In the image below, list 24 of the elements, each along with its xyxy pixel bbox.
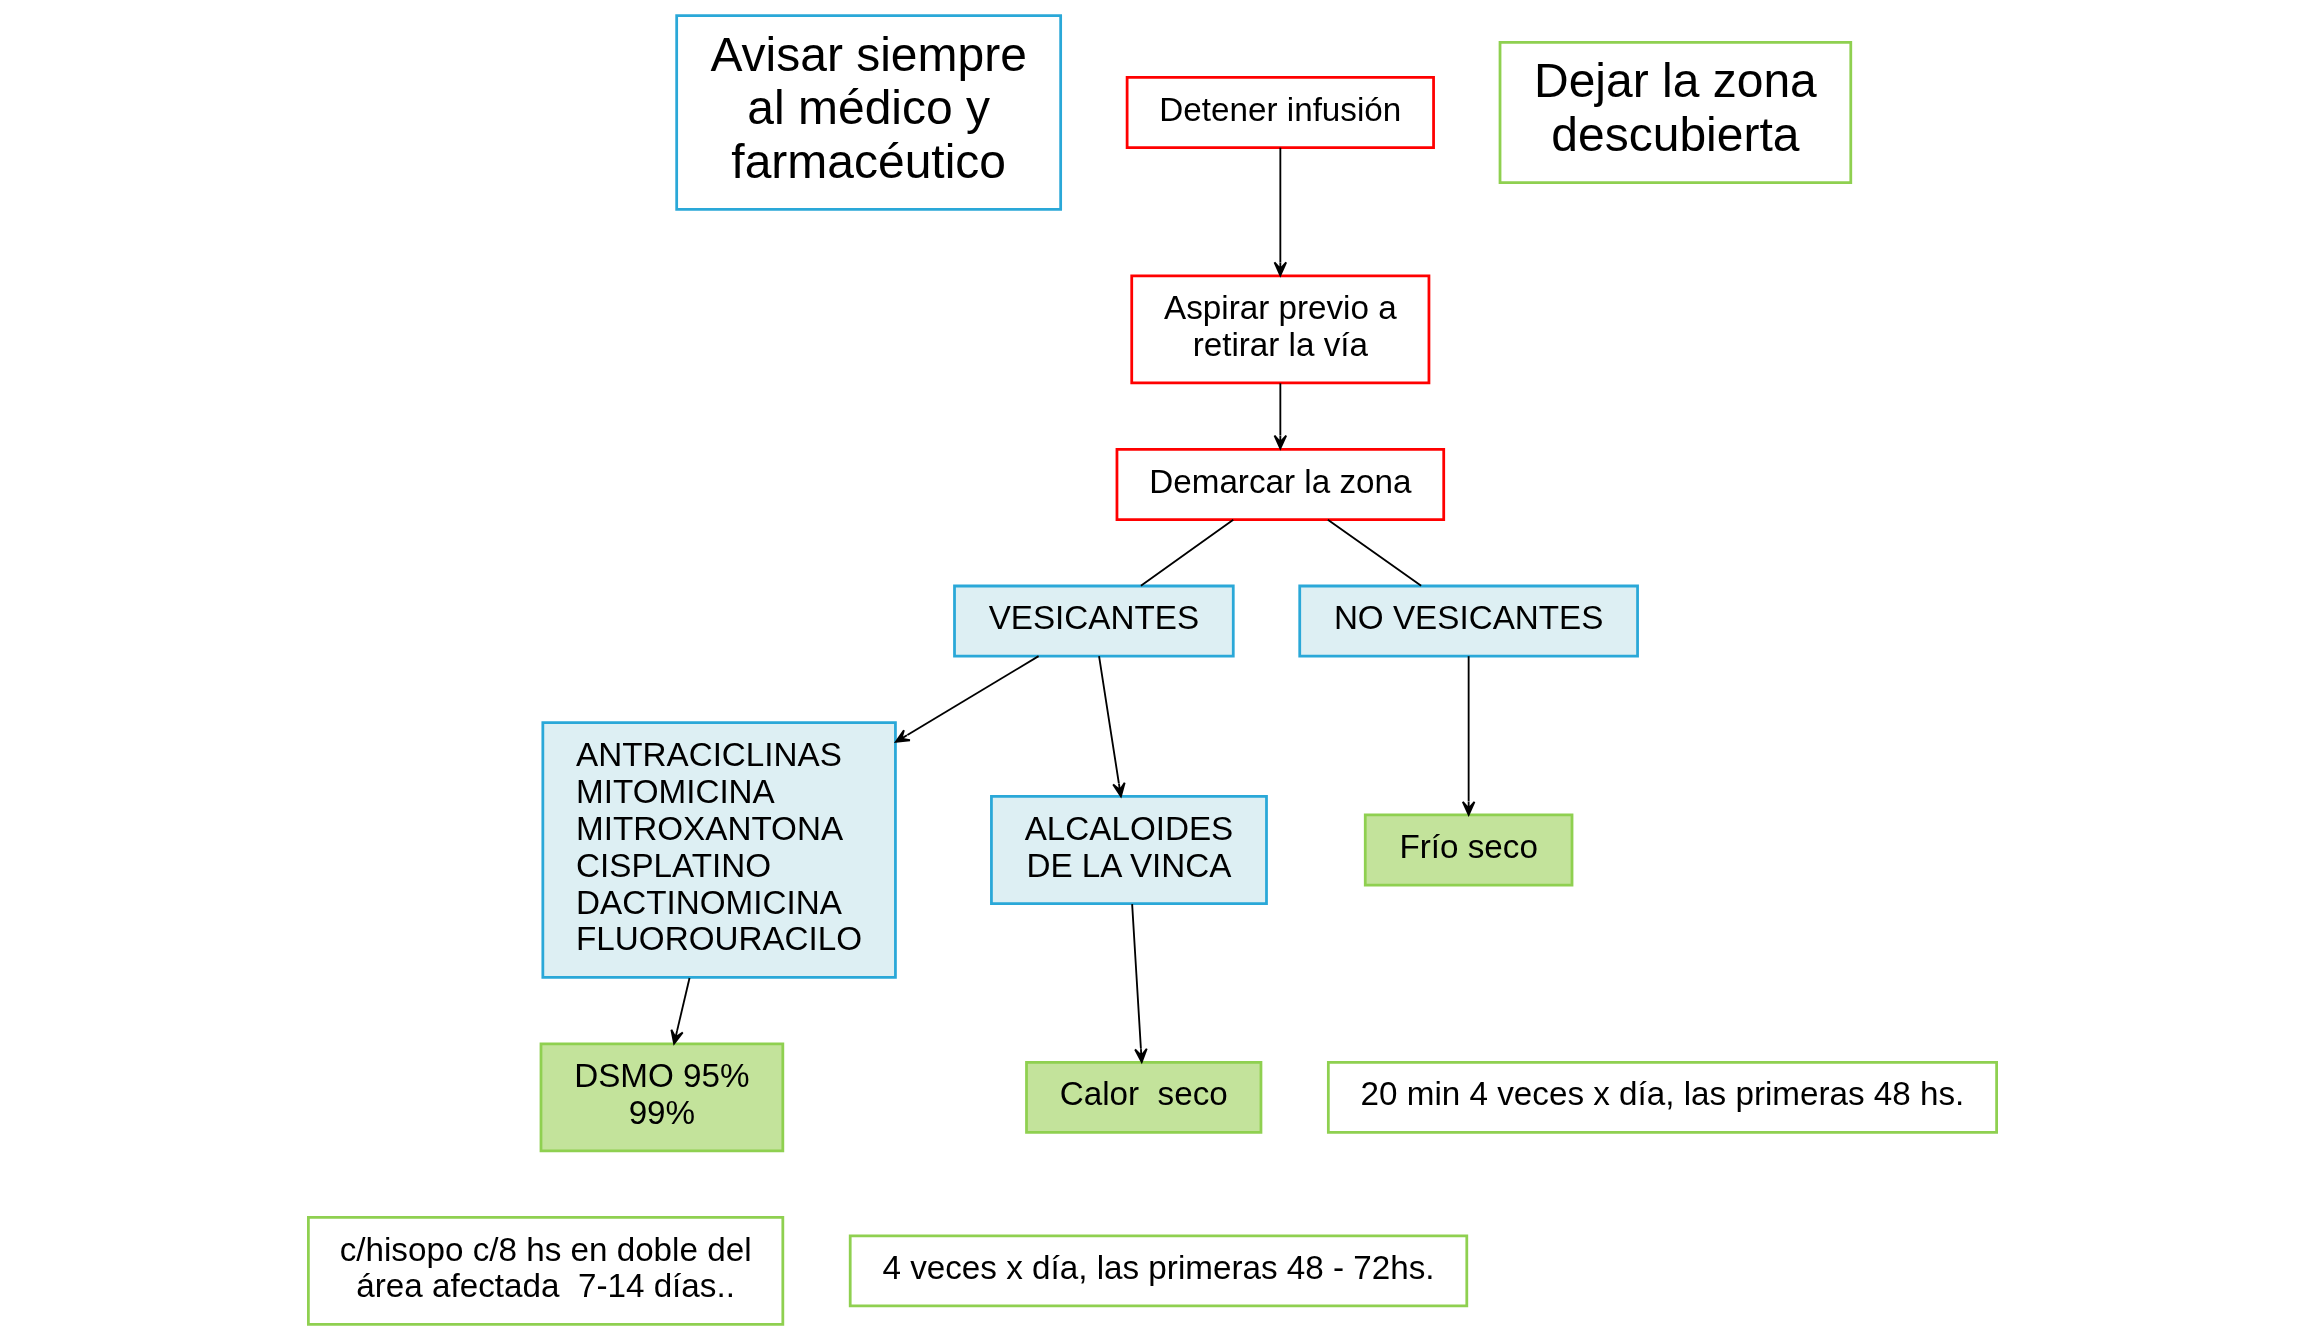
node-box: Demarcar la zona xyxy=(1115,448,1446,521)
connector xyxy=(1326,518,1423,587)
node-box: Calor seco xyxy=(1025,1060,1263,1134)
node-box: ANTRACICLINAS MITOMICINA MITROXANTONA CISPLATINO DACTINOMICINA FLUOROURACILO xyxy=(541,721,897,979)
arrow xyxy=(1131,903,1148,1063)
node-box: VESICANTES xyxy=(953,584,1235,658)
connector xyxy=(1140,518,1235,587)
arrow xyxy=(1273,146,1288,277)
arrow xyxy=(670,977,691,1045)
node-box: Frío seco xyxy=(1363,813,1574,887)
arrow xyxy=(1273,382,1288,450)
node-box: DSMO 95% 99% xyxy=(539,1042,785,1153)
arrow xyxy=(1461,655,1476,816)
arrow xyxy=(894,655,1040,743)
node-box: Detener infusión xyxy=(1125,76,1435,149)
node-box: ALCALOIDES DE LA VINCA xyxy=(990,795,1268,905)
node-box: Avisar siempre al médico y farmacéutico xyxy=(675,14,1063,211)
node-box: NO VESICANTES xyxy=(1298,584,1639,658)
node-box: 4 veces x día, las primeras 48 - 72hs. xyxy=(848,1234,1469,1308)
node-box: 20 min 4 veces x día, las primeras 48 hs. xyxy=(1326,1060,1998,1134)
arrow xyxy=(1098,655,1126,798)
node-box: Aspirar previo a retirar la vía xyxy=(1130,274,1431,385)
node-box: c/hisopo c/8 hs en doble del área afectada 7-14 días.. xyxy=(307,1215,785,1326)
node-box: Dejar la zona descubierta xyxy=(1498,40,1853,185)
